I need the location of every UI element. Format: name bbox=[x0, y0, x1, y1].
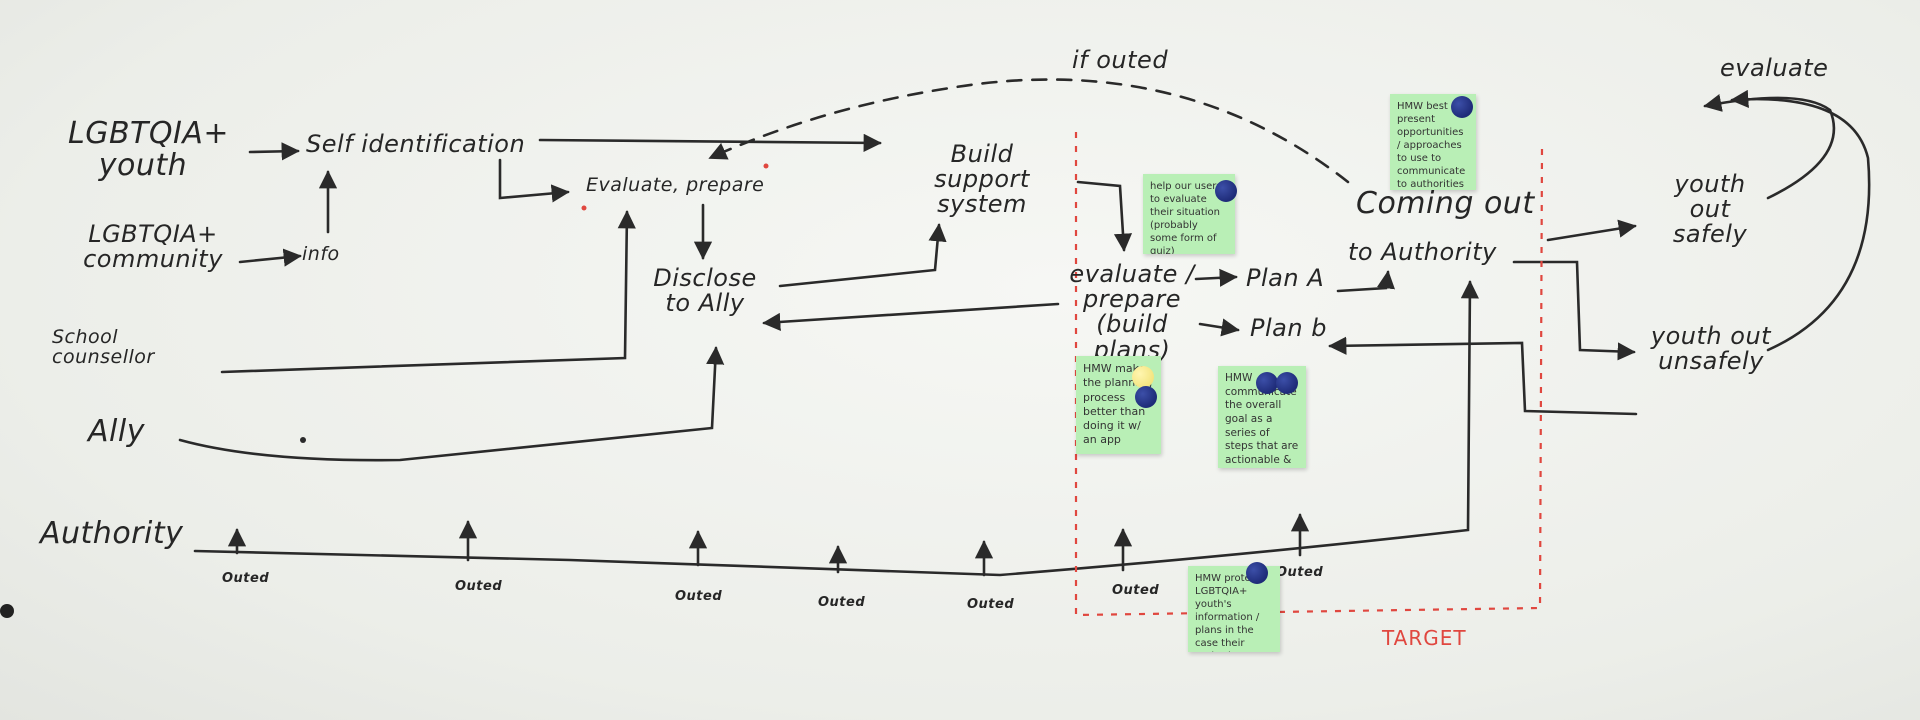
note-text: help our users to evaluate their situati… bbox=[1150, 181, 1222, 254]
outed-marks bbox=[227, 513, 1310, 577]
arrow-selfid-build bbox=[538, 133, 882, 152]
actor-authority: Authority bbox=[40, 516, 184, 551]
arrow-youth-selfid bbox=[248, 142, 300, 161]
arrow-disclose-build bbox=[778, 223, 947, 288]
magnet-icon bbox=[1256, 372, 1278, 394]
outcome-safe: youth out safely bbox=[1672, 170, 1748, 249]
note-text: HMW communicate the overall goal as a se… bbox=[1225, 372, 1299, 468]
magnet-icon bbox=[1132, 366, 1154, 388]
authority-timeline bbox=[193, 280, 1479, 577]
step-coming-out: Coming out bbox=[1356, 186, 1535, 221]
step-plan-b: Plan b bbox=[1250, 314, 1327, 342]
outed-label: Outed bbox=[675, 589, 723, 604]
arrow-build-evaluate2 bbox=[1076, 180, 1133, 252]
arrow-unsafe-planb bbox=[1328, 336, 1638, 416]
magnet-icon bbox=[1451, 96, 1473, 118]
target-label: TARGET bbox=[1382, 626, 1467, 650]
arrow-if-outed bbox=[708, 78, 1350, 184]
actor-community: LGBTQIA+ community bbox=[83, 220, 223, 274]
actor-counsellor: School counsellor bbox=[52, 326, 155, 368]
step-plan-a: Plan A bbox=[1246, 264, 1325, 292]
step-evaluate-prepare-1: Evaluate, prepare bbox=[586, 174, 765, 196]
magnet-icon bbox=[1135, 386, 1157, 408]
outed-label: Outed bbox=[1276, 565, 1324, 580]
arrow-unsafe-evaluate bbox=[1730, 89, 1871, 352]
arrow-ally-disclose bbox=[178, 346, 725, 462]
note-text: HMW protect LGBTQIA+ youth's information… bbox=[1195, 573, 1261, 652]
magnet-icon bbox=[1276, 372, 1298, 394]
magnet-icon bbox=[1215, 180, 1237, 202]
outed-label: Outed bbox=[967, 597, 1015, 612]
note-text: HMW best present opportunities / approac… bbox=[1397, 101, 1466, 190]
eraser-icon bbox=[0, 604, 14, 618]
arrow-counsellor-evaluate bbox=[220, 210, 636, 374]
step-to-authority: to Authority bbox=[1348, 238, 1497, 266]
arrow-selfid-evaluate bbox=[498, 158, 570, 203]
label-if-outed: if outed bbox=[1072, 46, 1169, 74]
outed-label: Outed bbox=[818, 595, 866, 610]
step-evaluate-3: evaluate bbox=[1720, 54, 1829, 82]
step-disclose-to-ally: Disclose to Ally bbox=[653, 264, 757, 318]
step-self-identification: Self identification bbox=[306, 130, 526, 158]
arrow-evaluate2-planb bbox=[1198, 318, 1240, 337]
arrow-evaluate2-planA bbox=[1194, 268, 1238, 287]
sticky-note-protect-info: HMW protect LGBTQIA+ youth's information… bbox=[1188, 566, 1280, 652]
arrow-comingout-unsafe bbox=[1512, 260, 1636, 361]
actor-youth: LGBTQIA+ youth bbox=[68, 116, 229, 183]
outed-label: Outed bbox=[222, 571, 270, 586]
arrow-evaluate2-disclose bbox=[762, 302, 1060, 332]
actor-ally: Ally bbox=[88, 414, 145, 449]
arrow-community-info bbox=[238, 248, 302, 267]
step-evaluate-prepare-2: evaluate / prepare (build plans) bbox=[1069, 260, 1195, 364]
step-build-support-system: Build support system bbox=[934, 140, 1030, 219]
arrow-planA-comingout bbox=[1336, 270, 1395, 293]
outcome-unsafe: youth out unsafely bbox=[1650, 322, 1772, 376]
step-info: info bbox=[302, 243, 340, 265]
magnet-icon bbox=[1246, 562, 1268, 584]
outed-label: Outed bbox=[1112, 583, 1160, 598]
arrow-comingout-safe bbox=[1546, 219, 1637, 242]
outed-label: Outed bbox=[455, 579, 503, 594]
